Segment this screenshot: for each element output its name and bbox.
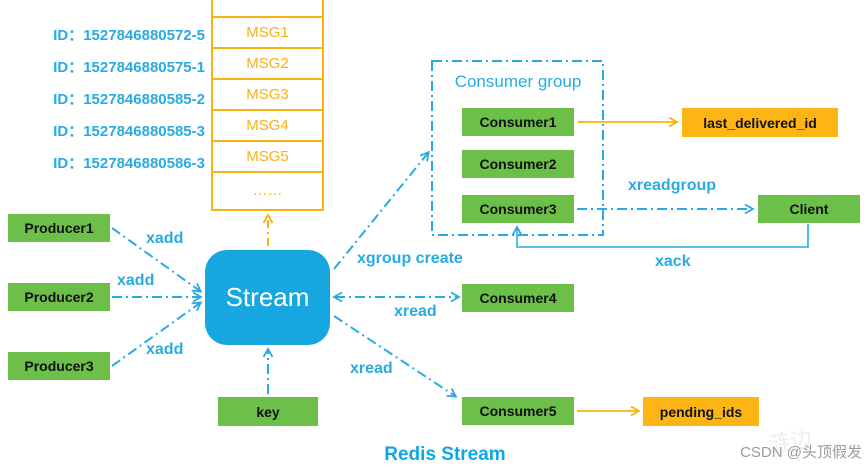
- producer3-box: Producer3: [8, 352, 110, 380]
- xack-label: xack: [655, 253, 691, 270]
- stack-cell-msg2: MSG2: [213, 49, 322, 80]
- stream-node: Stream: [205, 250, 330, 345]
- xadd-label-2: xadd: [117, 272, 155, 289]
- consumer1-box: Consumer1: [462, 108, 574, 136]
- entry-id-2: ID：1527846880575-1: [53, 59, 205, 76]
- xreadgroup-label: xreadgroup: [628, 177, 717, 194]
- consumer4-box: Consumer4: [462, 284, 574, 312]
- xack-arrow: [517, 224, 809, 248]
- producer1-box: Producer1: [8, 214, 110, 242]
- entry-id-5: ID：1527846880586-3: [53, 155, 205, 172]
- xread-label-2: xread: [350, 360, 393, 377]
- stack-cell-msg1: MSG1: [213, 18, 322, 49]
- csdn-watermark: CSDN @头顶假发: [740, 444, 862, 461]
- stack-cell-msg4: MSG4: [213, 111, 322, 142]
- consumer5-box: Consumer5: [462, 397, 574, 425]
- xadd-label-1: xadd: [146, 230, 184, 247]
- entry-id-1: ID：1527846880572-5: [53, 27, 205, 44]
- stack-cell-empty: [213, 0, 322, 18]
- xread-arrow-consumer5: [333, 315, 455, 396]
- diagram-title: Redis Stream: [384, 444, 506, 465]
- entry-id-3: ID：1527846880585-2: [53, 91, 205, 108]
- xread-label-1: xread: [394, 303, 437, 320]
- consumer3-box: Consumer3: [462, 195, 574, 223]
- consumer2-box: Consumer2: [462, 150, 574, 178]
- stack-cell-msg5: MSG5: [213, 142, 322, 173]
- key-box: key: [218, 397, 318, 426]
- last-delivered-id-box: last_delivered_id: [682, 108, 838, 137]
- entry-id-4: ID：1527846880585-3: [53, 123, 205, 140]
- stack-cell-ellipsis: ……: [252, 181, 283, 199]
- xgroup-create-label: xgroup create: [357, 250, 463, 267]
- pending-ids-box: pending_ids: [643, 397, 759, 426]
- consumer-group-label: Consumer group: [454, 72, 582, 91]
- message-stack: MSG1 MSG2 MSG3 MSG4 MSG5 ……: [211, 0, 324, 211]
- producer2-box: Producer2: [8, 283, 110, 311]
- client-box: Client: [758, 195, 860, 223]
- stack-cell-msg3: MSG3: [213, 80, 322, 111]
- xadd-label-3: xadd: [146, 341, 184, 358]
